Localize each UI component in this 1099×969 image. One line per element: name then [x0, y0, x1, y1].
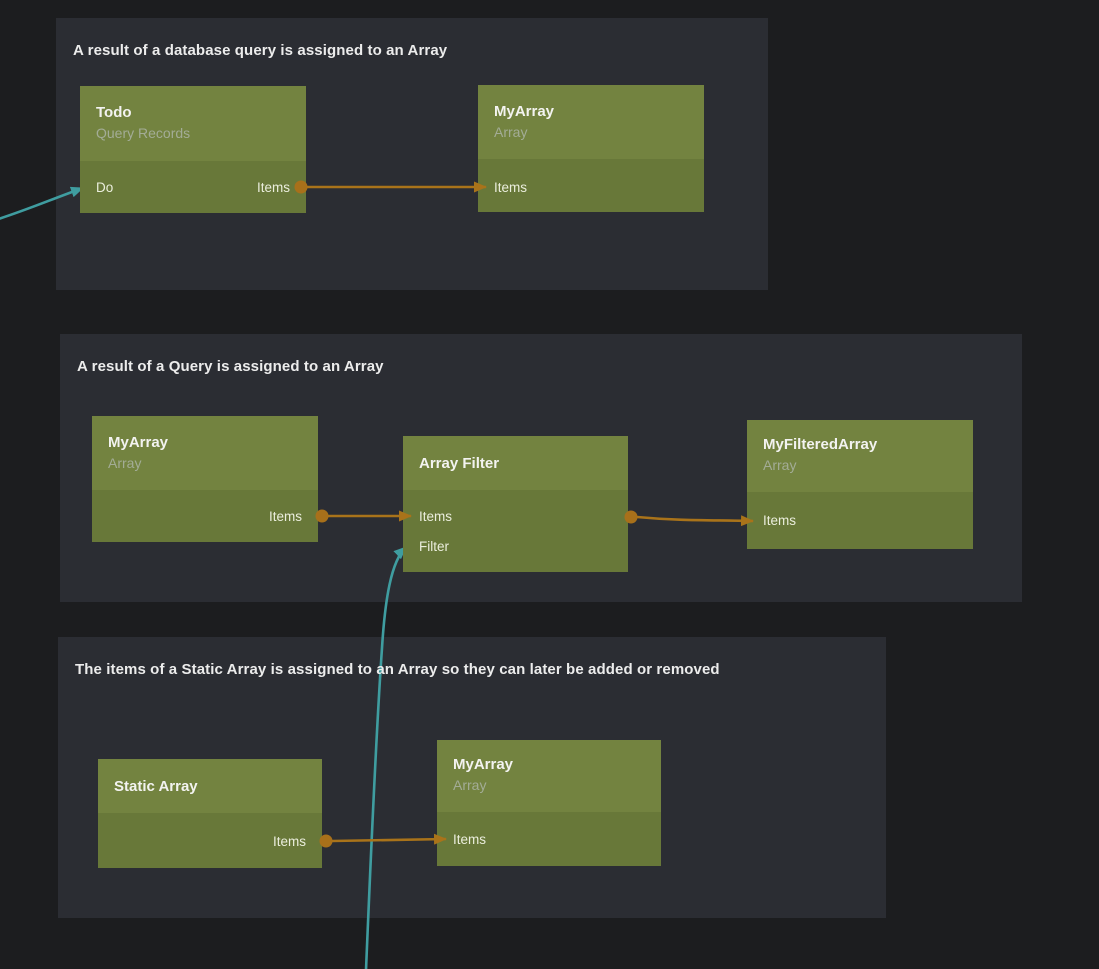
node-myarray-bottom[interactable]: MyArray Array Items	[437, 740, 661, 866]
node-title: Array Filter	[419, 454, 500, 472]
node-ports: Items	[437, 812, 661, 866]
input-port-items[interactable]: Items	[419, 508, 453, 524]
node-array-filter[interactable]: Array Filter Items Filter	[403, 436, 628, 572]
node-todo-query-records[interactable]: Todo Query Records Do Items	[80, 86, 306, 213]
node-title: Todo	[96, 104, 132, 121]
node-ports: Items	[92, 490, 318, 542]
node-subtitle: Array	[494, 124, 528, 140]
comment-frame-title: A result of a Query is assigned to an Ar…	[77, 358, 384, 375]
node-header: MyArray Array	[478, 85, 704, 159]
output-port-items[interactable]: Items	[256, 179, 290, 195]
input-port-filter[interactable]: Filter	[419, 538, 449, 554]
node-subtitle: Query Records	[96, 125, 191, 141]
input-port-items[interactable]: Items	[763, 512, 797, 528]
node-header: Array Filter	[403, 436, 628, 490]
node-header: MyArray Array	[92, 416, 318, 490]
node-ports: Items	[478, 159, 704, 212]
node-subtitle: Array	[453, 777, 487, 793]
output-port-items[interactable]: Items	[268, 508, 302, 524]
node-ports: Items	[747, 492, 973, 549]
output-port-items[interactable]: Items	[272, 833, 306, 849]
node-header: Todo Query Records	[80, 86, 306, 161]
node-title: MyArray	[453, 756, 514, 773]
node-title: MyArray	[108, 434, 169, 451]
node-myarray-top[interactable]: MyArray Array Items	[478, 85, 704, 212]
node-header: Static Array	[98, 759, 322, 813]
node-static-array[interactable]: Static Array Items	[98, 759, 322, 868]
node-subtitle: Array	[763, 457, 797, 473]
comment-frame-title: A result of a database query is assigned…	[73, 42, 448, 59]
node-title: Static Array	[114, 777, 198, 795]
node-ports: Items Filter	[403, 490, 628, 572]
node-title: MyFilteredArray	[763, 436, 878, 453]
input-port-do[interactable]: Do	[96, 179, 114, 195]
node-title: MyArray	[494, 103, 555, 120]
comment-frame-title: The items of a Static Array is assigned …	[75, 661, 720, 678]
input-port-items[interactable]: Items	[453, 831, 487, 847]
node-ports: Items	[98, 813, 322, 868]
node-myarray-middle[interactable]: MyArray Array Items	[92, 416, 318, 542]
node-ports: Do Items	[80, 161, 306, 213]
node-subtitle: Array	[108, 455, 142, 471]
node-header: MyArray Array	[437, 740, 661, 812]
input-port-items[interactable]: Items	[494, 179, 528, 195]
node-myfilteredarray[interactable]: MyFilteredArray Array Items	[747, 420, 973, 549]
node-header: MyFilteredArray Array	[747, 420, 973, 492]
